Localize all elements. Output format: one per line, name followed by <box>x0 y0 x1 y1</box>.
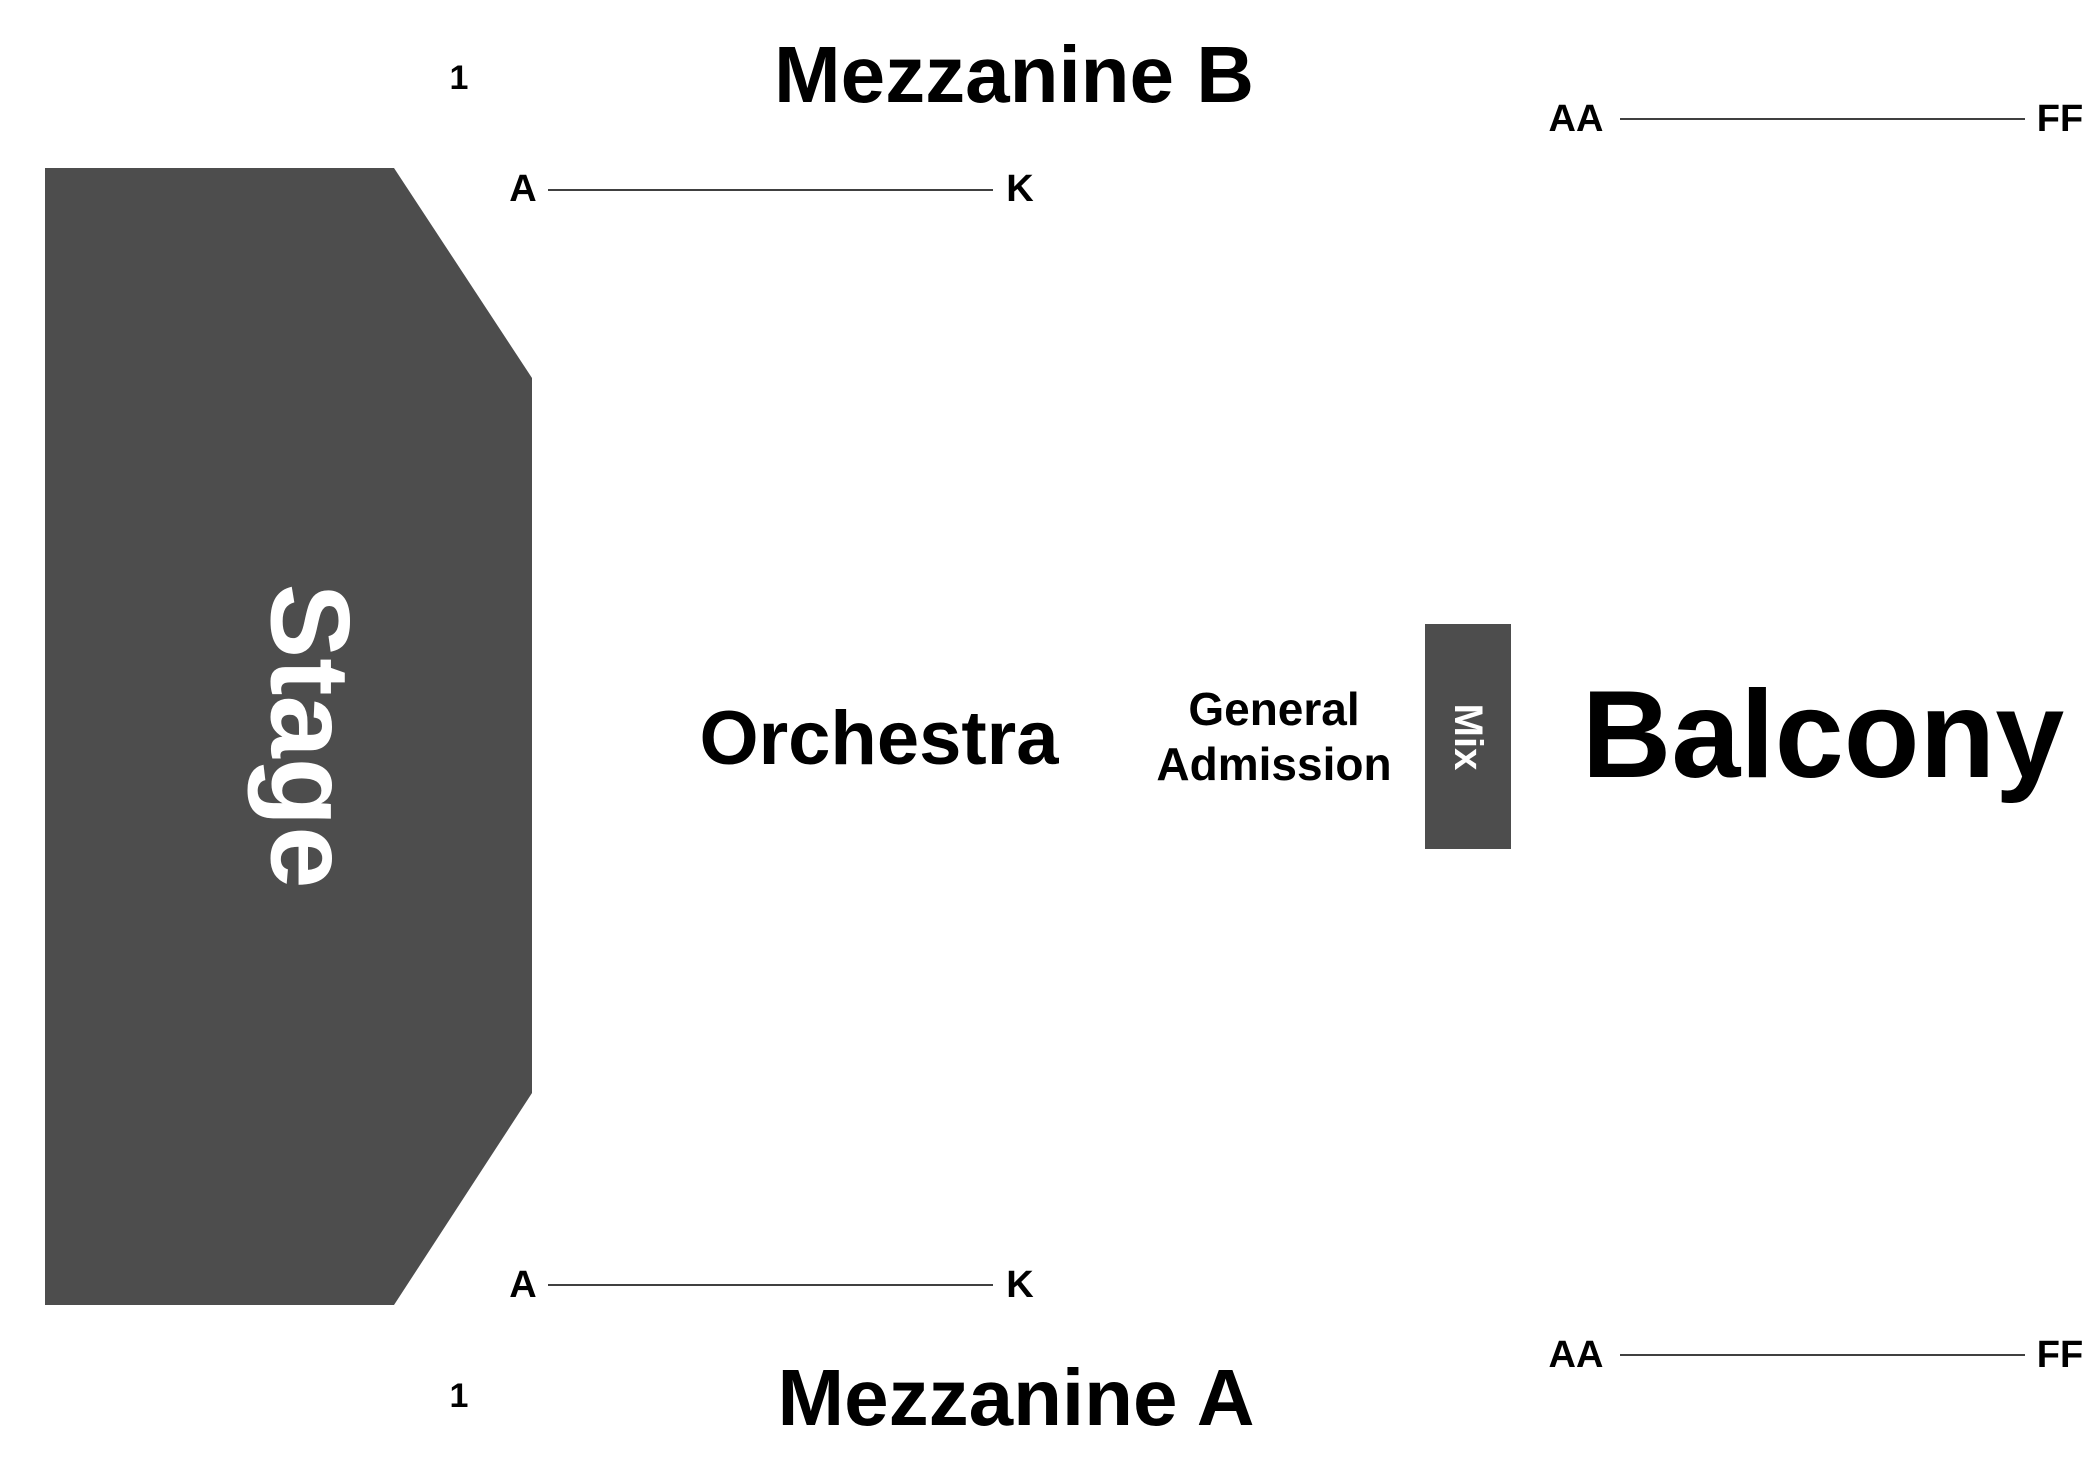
mezzanine-b-row-start: A <box>509 168 536 210</box>
balcony-top-row-end: FF <box>2037 98 2083 140</box>
mezzanine-a-row-start: A <box>509 1264 536 1306</box>
stage-label: Stage <box>248 584 373 889</box>
mix-label: Mix <box>1446 704 1490 771</box>
mezzanine-a-row-end: K <box>1006 1264 1034 1306</box>
mezzanine-b-seat-start: 1 <box>450 59 469 97</box>
general-admission-line1: General <box>1188 683 1359 735</box>
stage-shape <box>45 168 532 1305</box>
balcony-top-row-start: AA <box>1549 98 1604 140</box>
mezzanine-b-row-end: K <box>1006 168 1034 210</box>
balcony-bottom-row-start: AA <box>1549 1334 1604 1376</box>
balcony-label: Balcony <box>1582 666 2064 804</box>
mezzanine-a-seat-start: 1 <box>450 1377 469 1415</box>
mix-booth <box>1425 624 1511 849</box>
mezzanine-b-label: Mezzanine B <box>774 30 1254 119</box>
orchestra-label: Orchestra <box>699 696 1059 781</box>
mezzanine-a-label: Mezzanine A <box>777 1353 1254 1442</box>
general-admission-line2: Admission <box>1156 738 1391 790</box>
balcony-bottom-row-end: FF <box>2037 1334 2083 1376</box>
